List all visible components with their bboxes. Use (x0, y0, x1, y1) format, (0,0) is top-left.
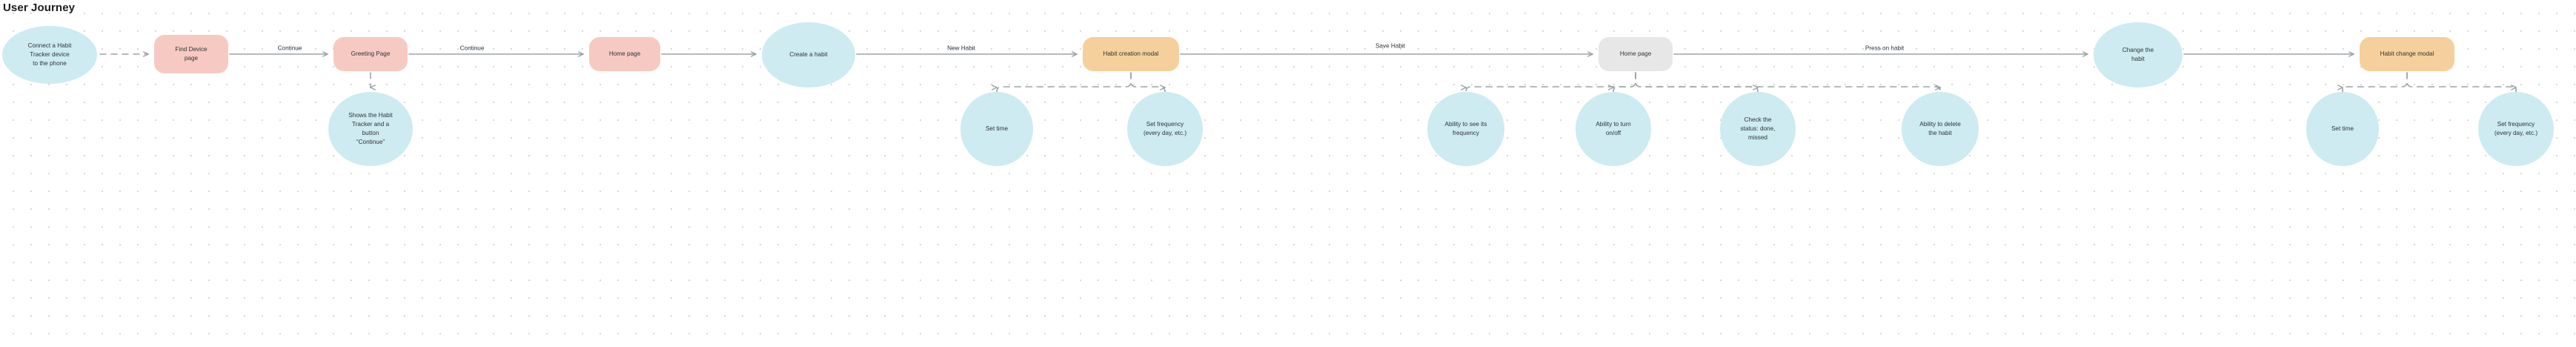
node-shows-tracker[interactable]: Shows the Habit Tracker and a button “Co… (328, 92, 413, 166)
node-set-time-1[interactable]: Set time (960, 92, 1033, 166)
edge-change-modal-branch-setfreq (2406, 72, 2517, 93)
edge-label-continue-1: Continue (277, 44, 302, 52)
node-change-the-habit[interactable]: Change the habit (2094, 22, 2182, 87)
edge-creation-modal-branch-settime (992, 72, 1132, 93)
node-home-page-2[interactable]: Home page (1599, 37, 1673, 71)
edge-home2-branch-status (1635, 72, 1759, 93)
node-set-frequency-2[interactable]: Set frequency (every day, etc.) (2478, 92, 2554, 166)
node-set-frequency-1[interactable]: Set frequency (every day, etc.) (1127, 92, 1203, 166)
edge-home2-branch-seefreq (1461, 72, 1636, 93)
node-set-time-2[interactable]: Set time (2306, 92, 2379, 166)
node-habit-creation-modal[interactable]: Habit creation modal (1083, 37, 1179, 71)
node-home-page-1[interactable]: Home page (589, 37, 660, 71)
node-find-device-page[interactable]: Find Device page (154, 35, 228, 73)
edge-label-press-on-habit: Press on habit (1865, 44, 1905, 52)
edge-change-modal-branch-settime (2337, 72, 2408, 93)
node-see-frequency[interactable]: Ability to see its frequency (1427, 92, 1504, 166)
edge-creation-modal-branch-setfreq (1130, 72, 1166, 93)
edge-label-continue-2: Continue (459, 44, 485, 52)
node-create-a-habit[interactable]: Create a habit (762, 22, 855, 87)
node-habit-change-modal[interactable]: Habit change modal (2360, 37, 2454, 71)
edge-home2-branch-onoff (1608, 72, 1636, 93)
edge-label-new-habit: New Habit (947, 44, 975, 52)
node-turn-on-off[interactable]: Ability to turn on/off (1576, 92, 1651, 166)
node-connect-device[interactable]: Connect a Habit Tracker device to the ph… (2, 26, 97, 84)
node-delete-habit[interactable]: Ability to delete the habit (1902, 92, 1979, 166)
edge-label-save-habit: Save Habit (1375, 42, 1406, 50)
node-greeting-page[interactable]: Greeting Page (333, 37, 408, 71)
edge-home2-branch-delete (1635, 72, 1941, 93)
page-title: User Journey (3, 1, 76, 14)
node-check-status[interactable]: Check the status: done, missed (1720, 92, 1796, 166)
